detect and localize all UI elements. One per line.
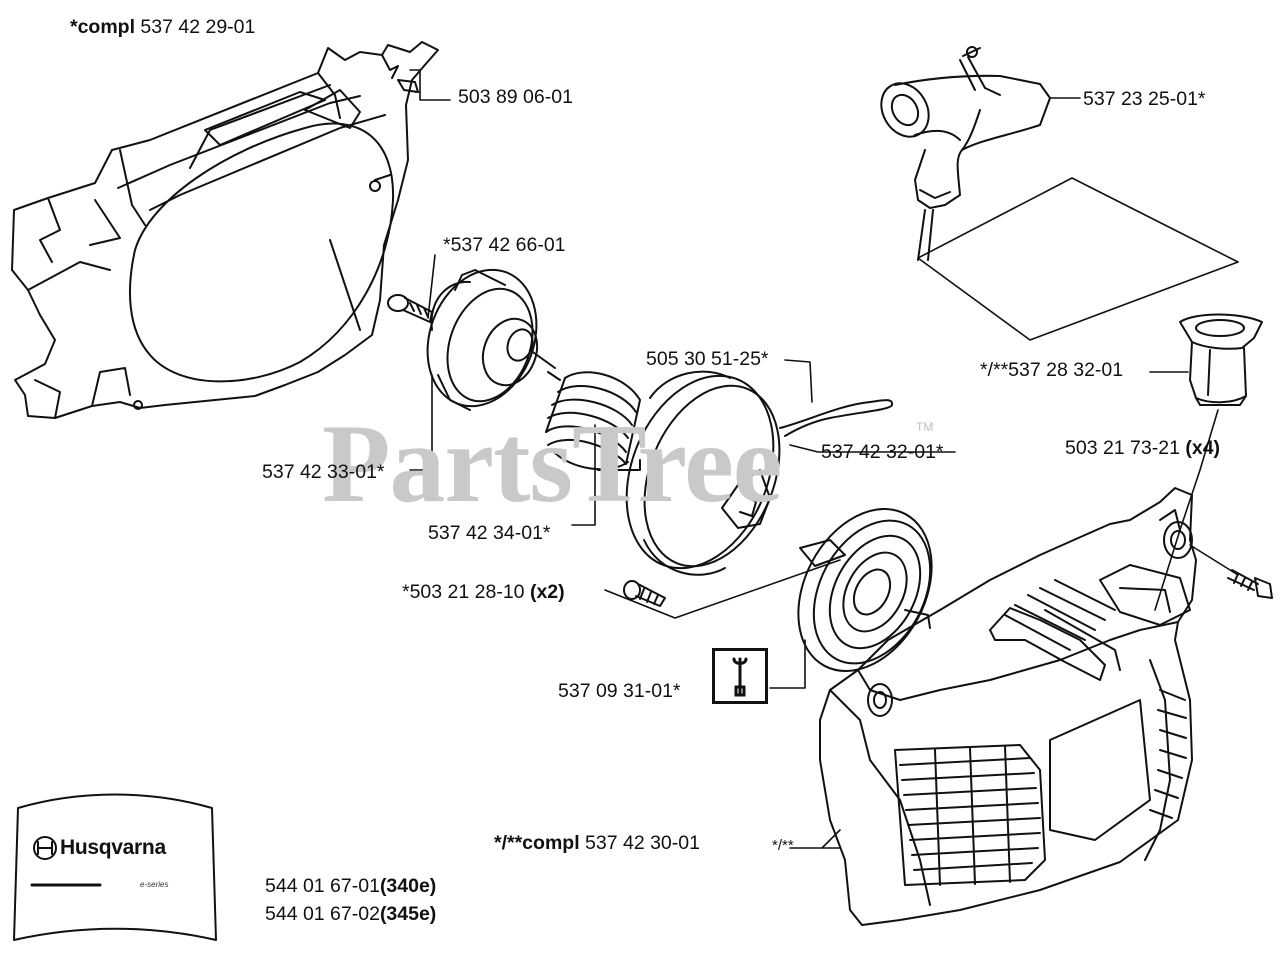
callout-decal-345: 544 01 67-02(345e) [265,903,437,925]
callout-starter-mark: */** [772,837,794,854]
brand-series: e-series [140,880,169,889]
callout-decal-340: 544 01 67-01(340e) [265,875,437,897]
callout-537423401: 537 42 34-01* [428,522,551,544]
callout-537232501: 537 23 25-01* [1083,88,1206,110]
callout-503217321: 503 21 73-21 (x4) [1065,437,1221,459]
wrench-icon [732,657,748,697]
starter-housing-part [11,41,439,419]
bolt-part [387,294,433,323]
decal-part [13,793,217,941]
tool-box [712,648,768,704]
callout-503212810: *503 21 28-10 (x2) [402,581,565,603]
rope-guide-part [1179,313,1263,406]
husqvarna-crown-icon [33,836,57,860]
callout-537423301: 537 42 33-01* [262,461,385,483]
callout-503890601: 503 89 06-01 [458,86,573,108]
watermark-text: PartsTree [322,402,783,526]
callout-505305125: 505 30 51-25* [646,348,769,370]
starter-pulley-part [625,370,781,576]
callout-537426601: *537 42 66-01 [443,234,566,256]
callout-537283201: */**537 28 32-01 [980,359,1124,381]
callout-compl-starter: */**compl 537 42 30-01 [494,832,700,854]
starter-rope-part [779,399,894,437]
callout-compl-cover: *compl 537 42 29-01 [70,16,256,38]
starter-handle-part [880,46,1051,261]
watermark-trademark: TM [916,420,934,434]
leader-lines [409,69,1239,849]
spring-part [545,371,641,471]
starter-cover-part [819,487,1197,926]
spring-cassette-part [797,508,933,672]
pulley-flange-part [426,268,556,411]
callout-537093101: 537 09 31-01* [558,680,681,702]
brand-logo: Husqvarna [60,836,166,859]
housing-screw-part [1227,569,1273,599]
callout-537423201: 537 42 32-01* [821,441,944,463]
screw-part [623,580,666,607]
